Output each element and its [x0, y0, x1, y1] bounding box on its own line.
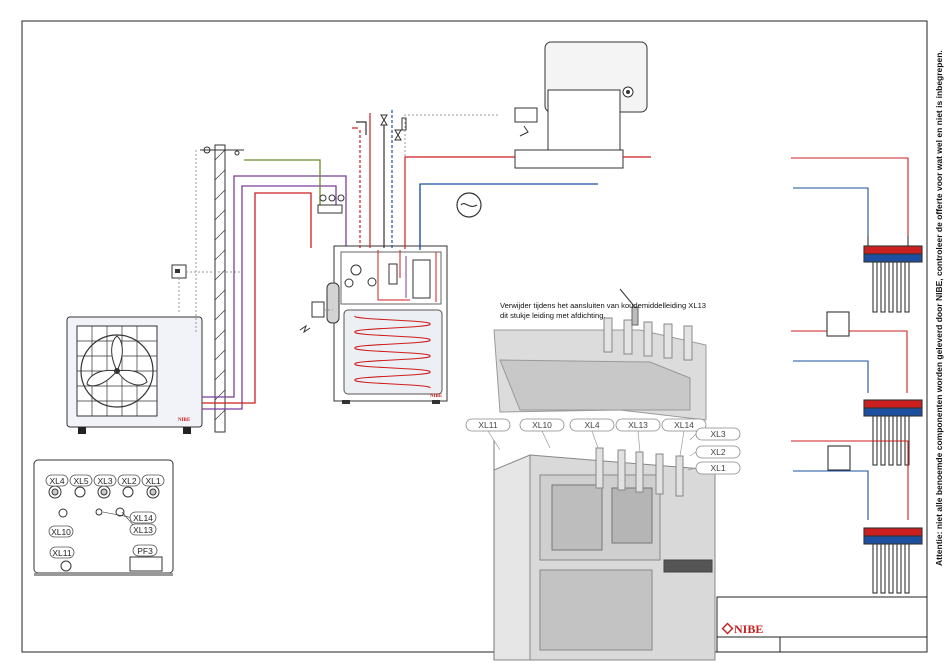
svg-text:Verwijder tijdens het aansluit: Verwijder tijdens het aansluiten van kou… [500, 301, 706, 310]
electric-boiler [404, 41, 648, 248]
svg-text:XL4: XL4 [584, 420, 599, 430]
svg-text:XL2: XL2 [710, 447, 725, 457]
xl11-port [60, 560, 72, 572]
label-xl14: XL14 [129, 511, 157, 524]
title-block: NIBE [716, 596, 928, 653]
svg-text:dit stukje leiding met afdicht: dit stukje leiding met afdichting. [500, 311, 606, 320]
tank-coil [354, 315, 431, 389]
room-unit [299, 301, 333, 334]
label-module-xl3: XL3 [695, 427, 741, 441]
xl10-port [58, 508, 68, 518]
heating-circuit-2 [791, 311, 923, 466]
label-pf3: PF3 [132, 544, 158, 557]
label-xl4: XL4 [45, 474, 69, 487]
label-xl5: XL5 [69, 474, 93, 487]
xl2-port [122, 486, 134, 498]
annotation: Verwijder tijdens het aansluiten van kou… [500, 301, 706, 320]
svg-text:NIBE: NIBE [178, 418, 191, 423]
label-xl1: XL1 [141, 474, 165, 487]
svg-text:NIBE: NIBE [734, 622, 763, 636]
label-xl2: XL2 [117, 474, 141, 487]
svg-text:XL1: XL1 [710, 463, 725, 473]
label-xl13: XL13 [129, 523, 157, 536]
svg-text:XL3: XL3 [97, 476, 112, 486]
xl5-port [74, 486, 86, 498]
fan-icon [80, 334, 154, 408]
building-wall [214, 144, 226, 433]
heating-circuit-3 [791, 440, 923, 594]
svg-text:XL2: XL2 [121, 476, 136, 486]
svg-text:PF3: PF3 [137, 546, 153, 556]
svg-text:XL14: XL14 [674, 420, 694, 430]
svg-text:XL13: XL13 [133, 525, 153, 535]
heating-circuit-lines [404, 156, 651, 250]
svg-text:XL10: XL10 [51, 527, 71, 537]
module-illustration [493, 288, 716, 661]
side-note: Attentie: niet alle benoemde componenten… [934, 50, 944, 566]
pf3-plate [129, 556, 163, 572]
label-module-xl2: XL2 [695, 445, 741, 459]
module-label-leaders [487, 430, 697, 471]
label-module-xl13: XL13 [615, 418, 661, 432]
label-xl11: XL11 [49, 546, 75, 559]
xl14-port [95, 508, 103, 516]
hot-water-outlet [352, 110, 393, 248]
svg-text:XL1: XL1 [145, 476, 160, 486]
svg-text:XL10: XL10 [532, 420, 552, 430]
svg-text:NIBE: NIBE [430, 394, 443, 399]
xl13-port [115, 507, 125, 517]
svg-text:XL11: XL11 [52, 548, 71, 558]
svg-text:XL14: XL14 [133, 513, 153, 523]
label-module-xl10: XL10 [519, 418, 565, 432]
label-module-xl1: XL1 [695, 461, 741, 475]
label-xl3: XL3 [93, 474, 117, 487]
module-labels: XL11 XL10 XL4 XL13 XL14 XL3 XL2 XL1 [465, 418, 741, 475]
outdoor-unit: NIBE [66, 316, 203, 434]
refrigerant-lines [202, 159, 347, 410]
label-xl10: XL10 [48, 525, 74, 538]
svg-text:XL4: XL4 [49, 476, 64, 486]
svg-text:XL3: XL3 [710, 429, 725, 439]
outdoor-sensor [171, 146, 244, 332]
svg-text:XL11: XL11 [478, 420, 497, 430]
expansion-vessel-group [317, 194, 345, 214]
safety-valve-icon [380, 114, 407, 141]
svg-text:XL5: XL5 [73, 476, 88, 486]
indoor-unit: NIBE [326, 245, 448, 404]
svg-text:XL13: XL13 [628, 420, 648, 430]
panel-labels: XL4 XL5 XL3 XL2 XL1 XL10 XL14 XL13 XL11 … [45, 474, 165, 559]
heating-circuit-1 [791, 157, 923, 313]
label-module-xl4: XL4 [569, 418, 615, 432]
nibe-logo: NIBE [721, 622, 763, 636]
label-module-xl11: XL11 [465, 418, 511, 432]
